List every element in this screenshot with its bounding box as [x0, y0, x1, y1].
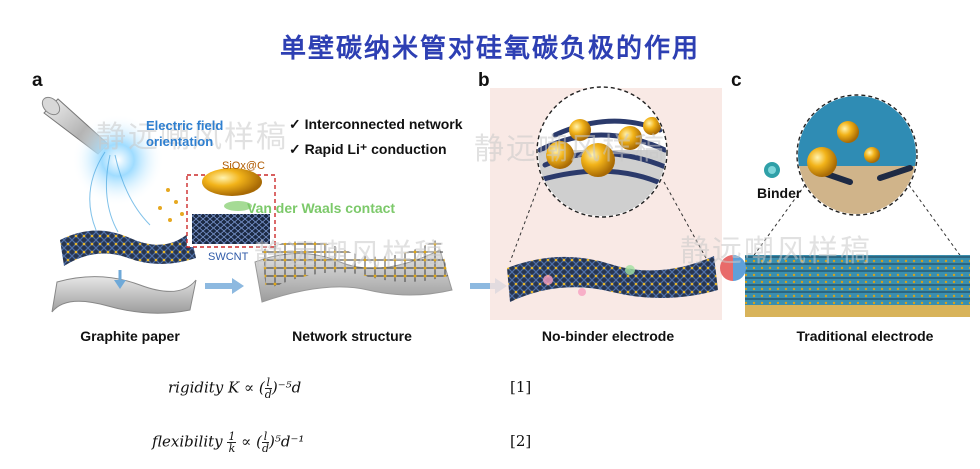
electric-field-glow [72, 114, 164, 206]
swcnt-mesh [60, 230, 196, 266]
watermark: 静远嘲风样稿 [96, 120, 288, 155]
binder-label: Binder [757, 185, 802, 201]
swcnt-label: SWCNT [208, 251, 249, 263]
equation-number-2: [2] [510, 432, 532, 450]
watermark: 静远嘲风样稿 [680, 234, 872, 269]
half-circle-icon [720, 255, 746, 281]
arrow-right-icon [205, 278, 244, 294]
panel-label-a: a [32, 70, 43, 91]
page-title: 单壁碳纳米管对硅氧碳负极的作用 [279, 34, 700, 64]
binder-icon [764, 162, 780, 178]
graphite-paper [51, 276, 197, 314]
panel-label-b: b [478, 70, 490, 91]
panel-label-c: c [731, 70, 742, 91]
watermark: 静远嘲风样稿 [474, 132, 666, 167]
vdw-contact-label: Van der Waals contact [247, 200, 396, 216]
electric-field-label: Electric field orientation [146, 118, 224, 149]
caption-no-binder-electrode: No-binder electrode [541, 328, 675, 344]
caption-graphite-paper: Graphite paper [80, 328, 180, 344]
check-item-network: ✓ Interconnected network [289, 116, 463, 132]
caption-network-structure: Network structure [292, 328, 412, 344]
check-item-conduction: ✓ Rapid Li⁺ conduction [289, 141, 447, 157]
siox-label: SiOx@C [222, 160, 265, 172]
watermark: 静远嘲风样稿 [254, 238, 446, 273]
caption-traditional-electrode: Traditional electrode [796, 328, 934, 344]
equation-number-1: [1] [510, 378, 532, 396]
network-structure [262, 238, 448, 290]
traditional-electrode [745, 255, 970, 307]
no-binder-electrode [507, 256, 718, 302]
